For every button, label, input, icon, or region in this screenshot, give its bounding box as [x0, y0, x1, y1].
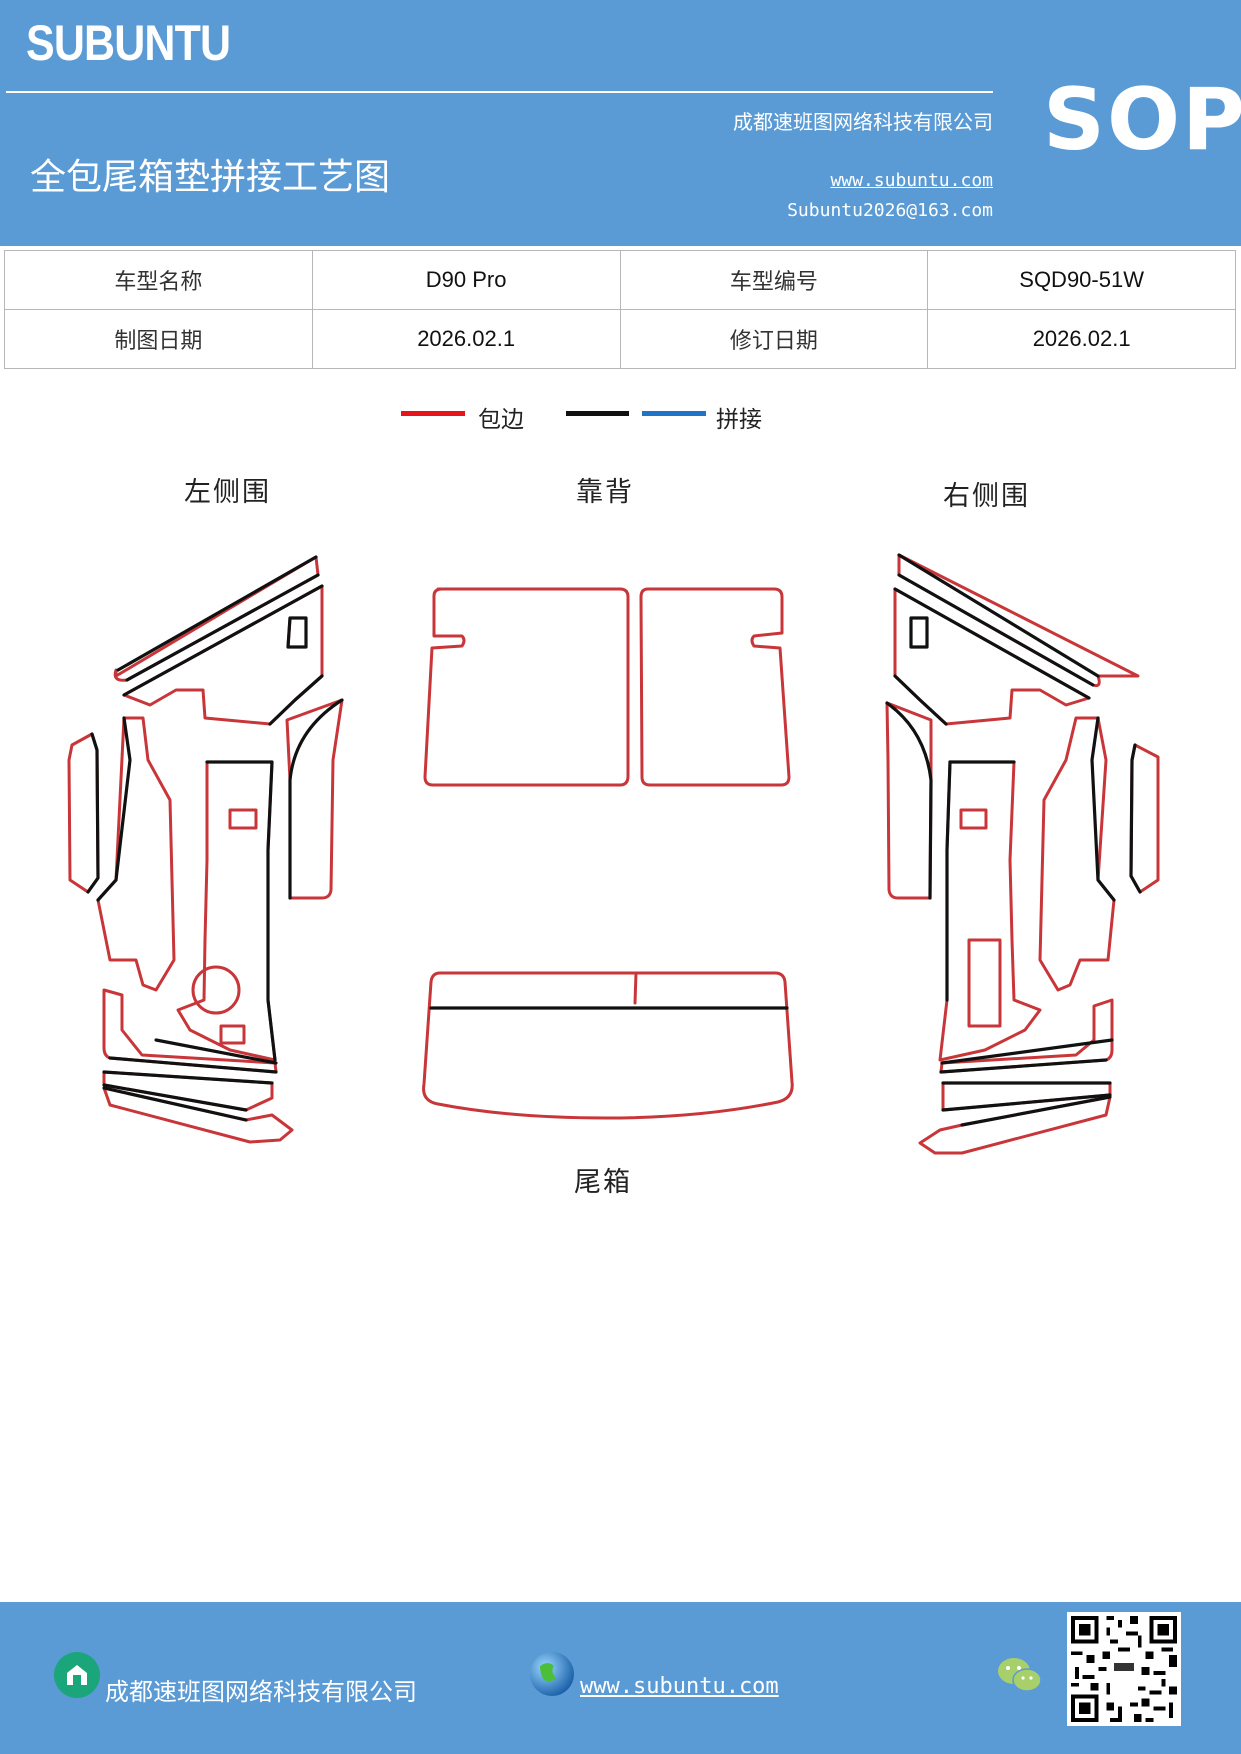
trunk-floor	[422, 971, 794, 1120]
right-outer-strip	[1129, 743, 1160, 894]
seam	[941, 1081, 1112, 1112]
legend-edge-swatch	[401, 411, 465, 416]
right-window-tab	[909, 616, 929, 649]
revise-date-label: 修订日期	[619, 309, 929, 369]
label-right-side: 右侧围	[943, 481, 1030, 512]
company-icon	[54, 1652, 100, 1698]
right-top-strip	[897, 553, 1140, 688]
seam	[205, 760, 277, 1062]
footer-company: 成都速班图网络科技有限公司	[105, 1678, 417, 1706]
backrest-right-panel	[639, 587, 791, 787]
seam	[108, 1038, 278, 1074]
seam	[960, 1095, 1112, 1127]
website-link[interactable]: www.subuntu.com	[830, 170, 993, 191]
left-wheelarch	[285, 698, 344, 900]
model-code-label: 车型编号	[619, 250, 929, 310]
right-mid-column	[1038, 716, 1116, 992]
model-name-label: 车型名称	[4, 250, 313, 310]
seam	[96, 716, 132, 902]
legend-edge-label: 包边	[478, 407, 524, 433]
seam	[288, 698, 344, 900]
label-backrest: 靠背	[576, 477, 634, 508]
seam	[893, 587, 1091, 700]
right-hole-slot	[967, 938, 1002, 1028]
right-wheelarch	[885, 701, 933, 900]
left-hole-rect	[228, 808, 258, 830]
table-row: 制图日期 2026.02.1 修订日期 2026.02.1	[4, 309, 1236, 369]
email-address: Subuntu2026@163.com	[787, 200, 993, 221]
seam	[86, 732, 100, 894]
page-footer: 成都速班图网络科技有限公司 www.subuntu.com	[0, 1602, 1241, 1754]
footer-website-link[interactable]: www.subuntu.com	[580, 1674, 779, 1699]
left-bottom-strip	[102, 1086, 294, 1144]
seam	[1129, 743, 1142, 894]
seam	[286, 616, 308, 649]
seam	[939, 1038, 1114, 1074]
right-hole-rect	[959, 808, 988, 830]
revise-date-value: 2026.02.1	[927, 309, 1236, 369]
globe-icon	[530, 1652, 574, 1696]
label-left-side: 左侧围	[184, 477, 271, 508]
right-main-body	[938, 760, 1042, 1062]
left-outer-strip	[67, 732, 100, 894]
sop-mark: SOP	[1043, 70, 1241, 170]
trunk-center-seam	[633, 971, 638, 1005]
right-lower-strip	[939, 998, 1114, 1074]
brand-logo: SUBUNTU	[26, 15, 231, 71]
page-header: SUBUNTU 成都速班图网络科技有限公司 全包尾箱垫拼接工艺图 www.sub…	[0, 0, 1241, 246]
info-table: 车型名称 D90 Pro 车型编号 SQD90-51W 制图日期 2026.02…	[4, 250, 1236, 369]
seam	[125, 573, 320, 682]
left-mid-column	[96, 716, 176, 992]
left-main-body	[176, 760, 277, 1062]
seam-lines	[86, 553, 1142, 1127]
legend-seam-label: 拼接	[716, 407, 762, 433]
seam	[102, 1070, 274, 1112]
right-bottom-strip	[918, 1095, 1112, 1155]
seam	[897, 573, 1095, 687]
legend-seam-swatch	[642, 411, 706, 416]
wechat-icon[interactable]	[996, 1654, 1044, 1696]
left-lower-strip	[102, 988, 278, 1074]
qr-code-pattern	[1070, 1615, 1178, 1723]
seam	[122, 584, 324, 697]
page-title: 全包尾箱垫拼接工艺图	[30, 157, 391, 198]
seam	[102, 1086, 248, 1122]
seam	[909, 616, 929, 649]
header-divider	[6, 91, 993, 93]
seam	[268, 674, 324, 726]
left-hole-small-rect	[219, 1024, 246, 1045]
model-name-value: D90 Pro	[311, 250, 621, 310]
seam	[116, 555, 318, 672]
qr-code	[1067, 1612, 1181, 1726]
seam	[893, 674, 948, 726]
model-code-value: SQD90-51W	[927, 250, 1236, 310]
company-name: 成都速班图网络科技有限公司	[733, 110, 993, 134]
label-trunk: 尾箱	[574, 1167, 632, 1198]
seam	[1090, 716, 1116, 902]
left-upper-piece	[122, 584, 324, 726]
right-upper-piece	[893, 587, 1091, 726]
seam	[885, 701, 933, 900]
legend-black-swatch	[566, 411, 629, 416]
seam	[897, 553, 1100, 678]
seam	[945, 760, 952, 1002]
left-top-strip	[113, 555, 320, 682]
draw-date-label: 制图日期	[4, 309, 313, 369]
table-row: 车型名称 D90 Pro 车型编号 SQD90-51W	[4, 250, 1236, 310]
left-hole-circle	[191, 965, 241, 1015]
draw-date-value: 2026.02.1	[311, 309, 621, 369]
legend: 包边 拼接	[0, 400, 1241, 440]
backrest-left-panel	[423, 587, 630, 787]
